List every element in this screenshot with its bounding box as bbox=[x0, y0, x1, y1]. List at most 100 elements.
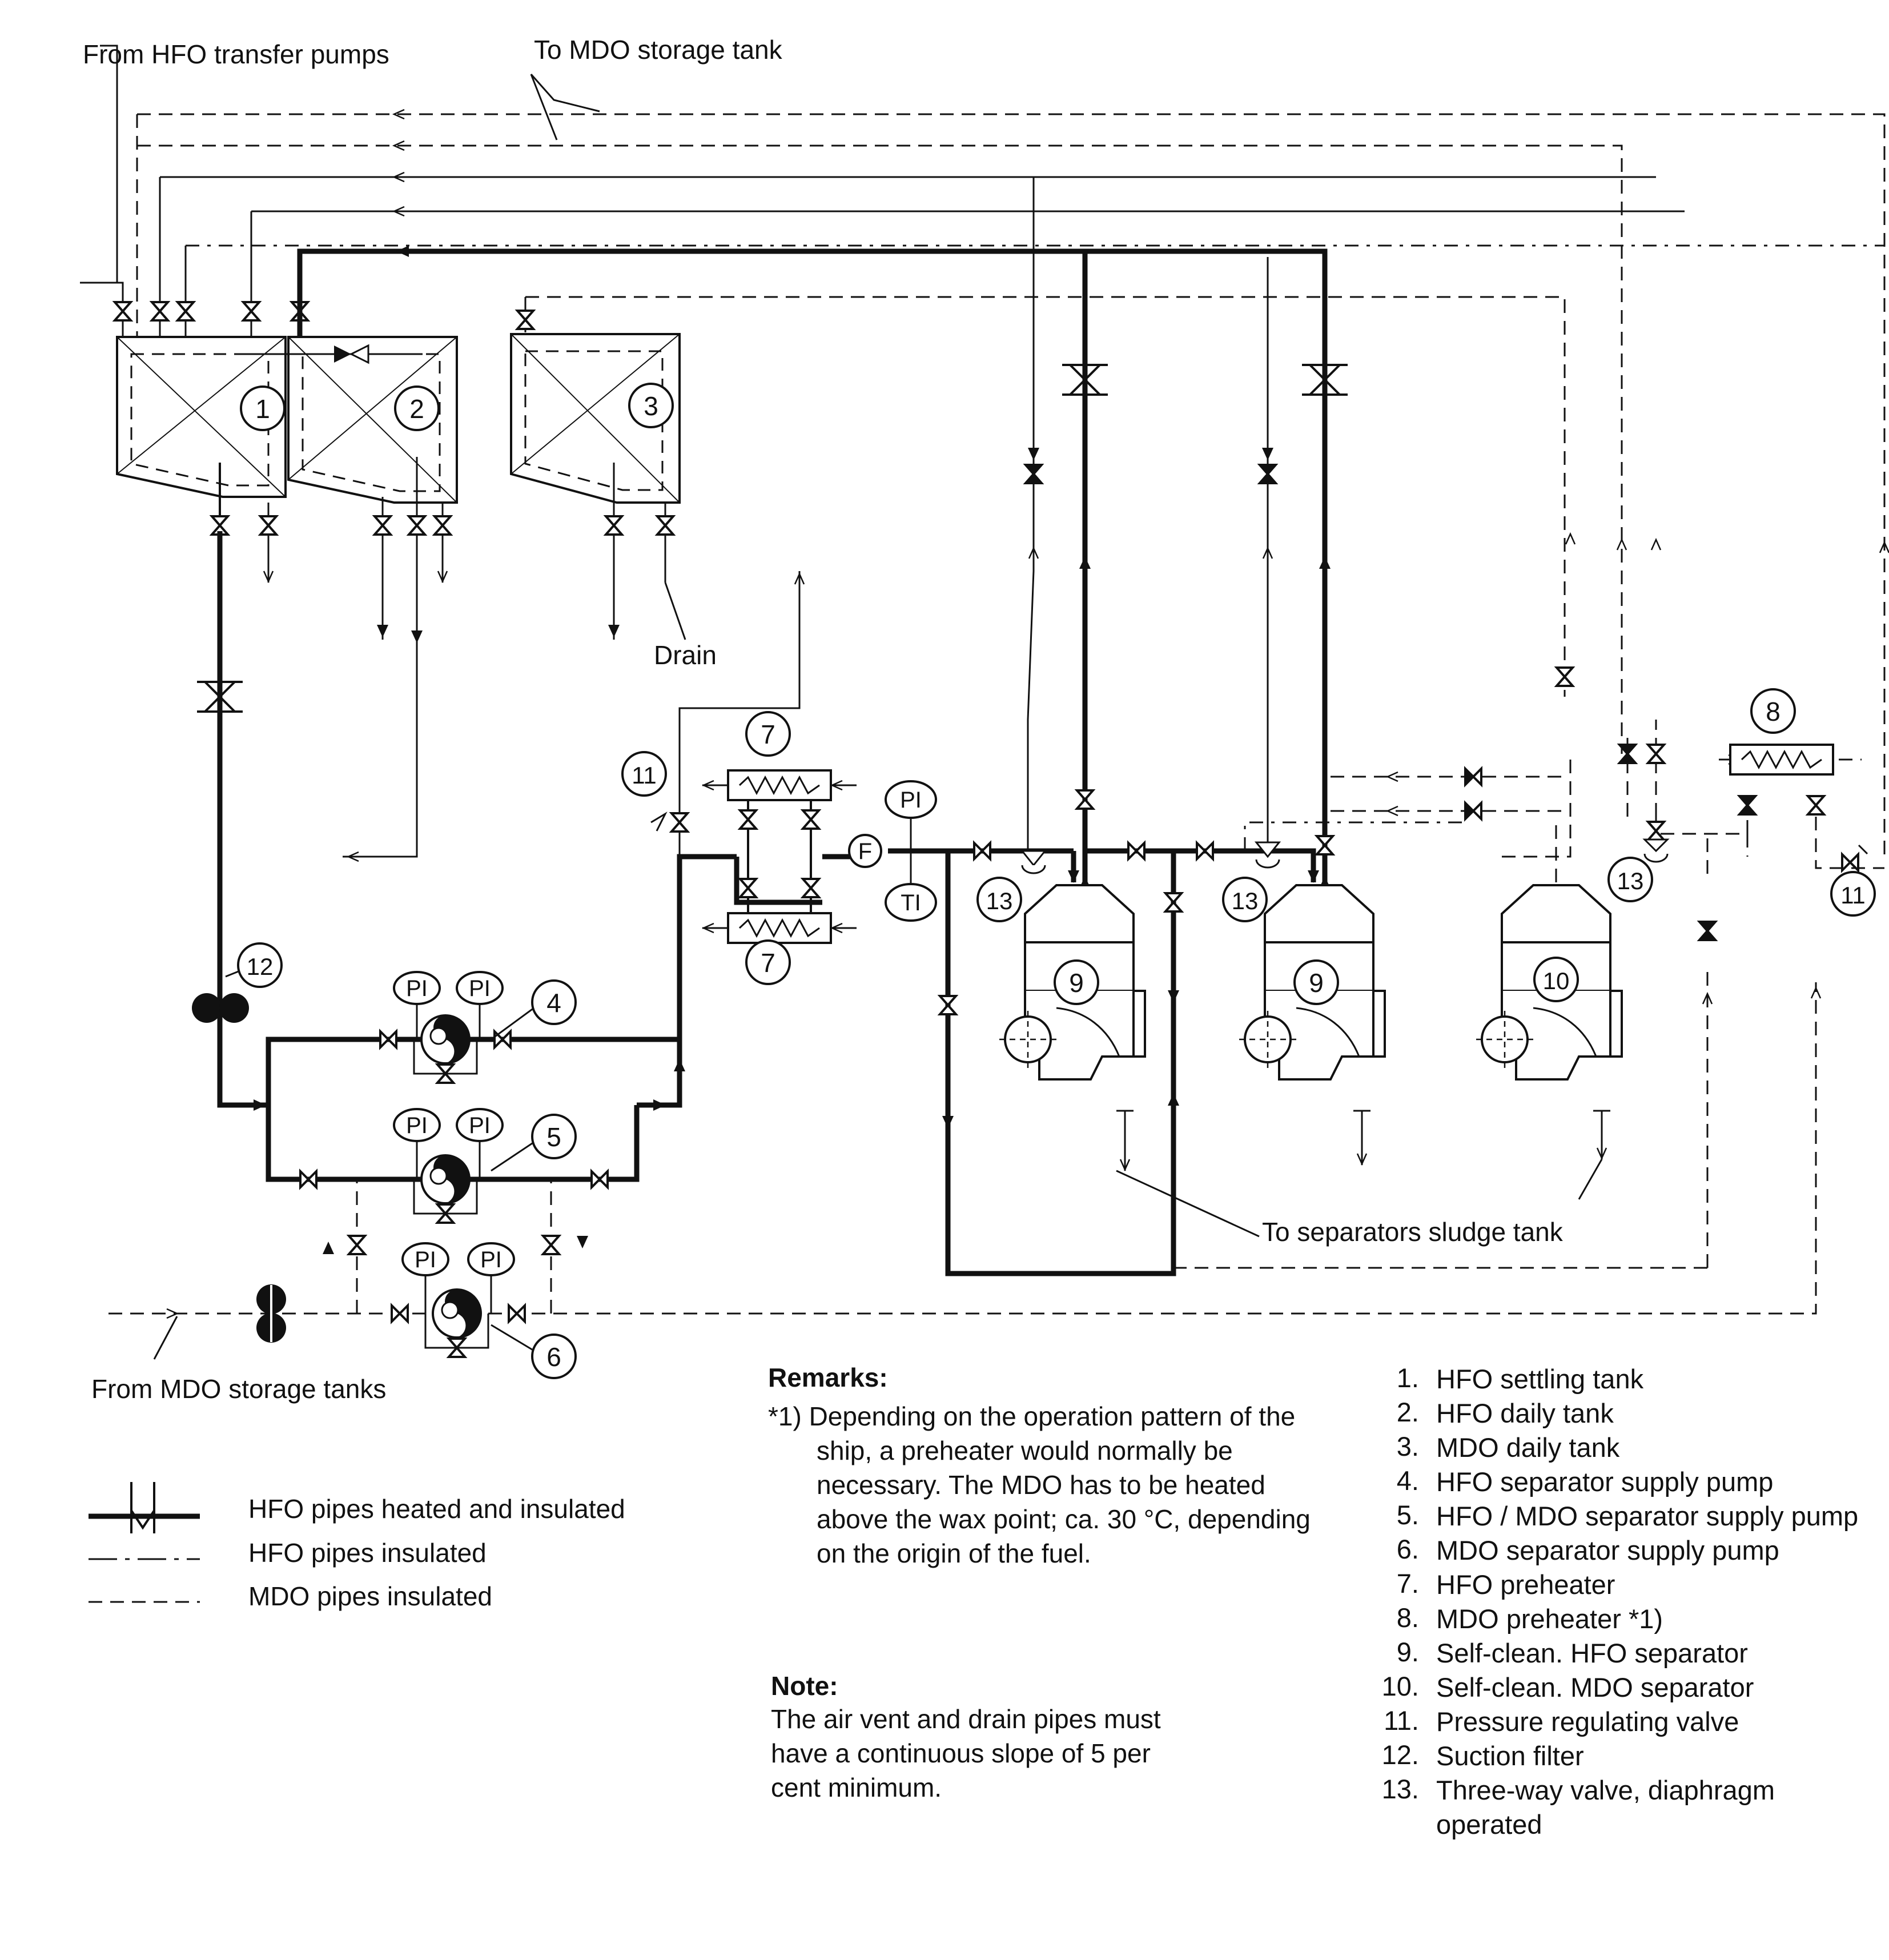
sludge-drains bbox=[1116, 1110, 1610, 1238]
key-mdo-insulated: MDO pipes insulated bbox=[248, 1581, 492, 1611]
legend-num: 12. bbox=[1381, 1740, 1419, 1770]
callout-9b: 9 bbox=[1309, 968, 1324, 998]
callout-8: 8 bbox=[1766, 697, 1781, 726]
mdo-daily-tank bbox=[510, 333, 681, 504]
separator-feed-line bbox=[888, 177, 1462, 1276]
remarks-text: *1) Depending on the operation pattern o… bbox=[768, 1401, 1311, 1568]
legend-item: 4. HFO separator supply pump bbox=[1368, 1465, 1887, 1499]
pressure-regulating-valve-right bbox=[1841, 844, 1868, 871]
legend-item: 11. Pressure regulating valve bbox=[1368, 1705, 1887, 1739]
legend-num: 2. bbox=[1396, 1397, 1419, 1427]
pi-gauge-6b: PI bbox=[480, 1247, 502, 1272]
pressure-regulating-valve-left bbox=[650, 571, 805, 857]
label-to-sludge-tank: To separators sludge tank bbox=[1262, 1217, 1563, 1247]
pump-manifold-valves bbox=[299, 1030, 685, 1188]
legend-item: 13. Three-way valve, diaphragm operated bbox=[1368, 1773, 1887, 1842]
legend-num: 13. bbox=[1381, 1774, 1419, 1804]
component-legend: 1. HFO settling tank 2.HFO daily tank 3. M… bbox=[1368, 1362, 1887, 1842]
callout-6: 6 bbox=[546, 1342, 561, 1372]
flow-meter: F bbox=[858, 839, 872, 864]
callout-13a: 13 bbox=[986, 887, 1013, 914]
suction-filter bbox=[192, 971, 249, 1023]
label-pointers bbox=[153, 74, 600, 1360]
legend-text: Suction filter bbox=[1436, 1741, 1584, 1771]
separator-feed-valves bbox=[939, 448, 1334, 1128]
legend-item: 12. Suction filter bbox=[1368, 1739, 1887, 1773]
legend-text: MDO daily tank bbox=[1436, 1432, 1620, 1463]
callout-3: 3 bbox=[644, 391, 658, 421]
hfo-mdo-separator-supply-pump bbox=[413, 1154, 478, 1224]
mdo-separator-supply-pump bbox=[424, 1288, 489, 1358]
callout-9a: 9 bbox=[1069, 968, 1084, 998]
legend-item: 8. MDO preheater *1) bbox=[1368, 1602, 1887, 1636]
mdo-treatment-valves bbox=[1386, 533, 1889, 941]
legend-num: 5. bbox=[1396, 1500, 1419, 1530]
legend-text: Self-clean. HFO separator bbox=[1436, 1638, 1748, 1668]
callout-10: 10 bbox=[1543, 967, 1570, 994]
instrument-text: PI TI F PI PI PI PI PI PI bbox=[406, 788, 922, 1272]
remarks-title-text: Remarks bbox=[768, 1363, 879, 1392]
pi-gauge-5b: PI bbox=[469, 1113, 491, 1138]
legend-num: 8. bbox=[1396, 1602, 1419, 1633]
mdo-supply-line bbox=[108, 971, 1817, 1315]
legend-num: 7. bbox=[1396, 1568, 1419, 1598]
legend-text: Three-way valve, diaphragm operated bbox=[1436, 1775, 1775, 1839]
label-drain: Drain bbox=[654, 640, 717, 670]
legend-item: 6. MDO separator supply pump bbox=[1368, 1533, 1887, 1568]
callout-13b: 13 bbox=[1232, 887, 1259, 914]
legend-item: 7.HFO preheater bbox=[1368, 1568, 1887, 1602]
legend-num: 10. bbox=[1381, 1671, 1419, 1701]
ti-gauge-heater: TI bbox=[901, 890, 921, 915]
legend-item: 5. HFO / MDO separator supply pump bbox=[1368, 1499, 1887, 1533]
label-from-hfo-transfer: From HFO transfer pumps bbox=[83, 39, 389, 69]
callout-12: 12 bbox=[247, 953, 274, 980]
callout-11b: 11 bbox=[1840, 882, 1866, 909]
pi-gauge-4a: PI bbox=[406, 976, 428, 1001]
legend-text: HFO / MDO separator supply pump bbox=[1436, 1501, 1859, 1531]
callout-text: 1 2 3 4 5 6 7 7 8 9 9 10 11 11 12 13 13 … bbox=[247, 391, 1866, 1372]
pi-gauge-4b: PI bbox=[469, 976, 491, 1001]
callout-5: 5 bbox=[546, 1122, 561, 1152]
instrument-stems bbox=[416, 818, 912, 1314]
tank-top-valves bbox=[114, 109, 534, 330]
callout-7b: 7 bbox=[761, 948, 775, 978]
legend-text: Self-clean. MDO separator bbox=[1436, 1672, 1754, 1702]
hfo-return-header bbox=[297, 246, 1349, 882]
hfo-suction-line bbox=[196, 531, 268, 1111]
legend-text: Pressure regulating valve bbox=[1436, 1706, 1739, 1737]
pi-gauge-5a: PI bbox=[406, 1113, 428, 1138]
callout-13c: 13 bbox=[1617, 867, 1644, 894]
legend-num: 1. bbox=[1396, 1363, 1419, 1393]
callout-1: 1 bbox=[255, 394, 270, 424]
tank-overflow bbox=[234, 344, 423, 364]
note-text: The air vent and drain pipes must have a… bbox=[771, 1704, 1161, 1802]
line-type-key bbox=[89, 1482, 200, 1603]
pi-gauge-heater: PI bbox=[900, 788, 922, 813]
mdo-preheater bbox=[1729, 744, 1834, 776]
key-hfo-insulated: HFO pipes insulated bbox=[248, 1538, 487, 1568]
legend-num: 9. bbox=[1396, 1637, 1419, 1667]
callout-2: 2 bbox=[409, 394, 424, 424]
legend-num: 4. bbox=[1396, 1465, 1419, 1496]
legend-item: 2.HFO daily tank bbox=[1368, 1396, 1887, 1431]
legend-text: HFO separator supply pump bbox=[1436, 1467, 1774, 1497]
legend-text: MDO separator supply pump bbox=[1436, 1535, 1779, 1565]
pi-gauge-6a: PI bbox=[415, 1247, 436, 1272]
tank-top-connections bbox=[80, 45, 1886, 857]
legend-num: 6. bbox=[1396, 1534, 1419, 1564]
note-title: Note: bbox=[771, 1671, 838, 1701]
label-from-mdo-storage: From MDO storage tanks bbox=[91, 1374, 387, 1404]
hfo-preheater-lower bbox=[702, 857, 857, 944]
legend-text: HFO settling tank bbox=[1436, 1364, 1644, 1394]
legend-num: 11. bbox=[1384, 1705, 1419, 1736]
callout-7a: 7 bbox=[761, 720, 775, 749]
legend-text: MDO preheater *1) bbox=[1436, 1604, 1663, 1634]
callout-leaders bbox=[225, 970, 534, 1352]
sludge-drain-arrows bbox=[1119, 1147, 1607, 1171]
legend-num: 3. bbox=[1396, 1431, 1419, 1461]
remarks-title: Remarks: bbox=[768, 1363, 888, 1392]
callout-4: 4 bbox=[546, 988, 561, 1018]
legend-item: 1. HFO settling tank bbox=[1368, 1362, 1887, 1396]
key-heated-insulated: HFO pipes heated and insulated bbox=[248, 1494, 625, 1524]
